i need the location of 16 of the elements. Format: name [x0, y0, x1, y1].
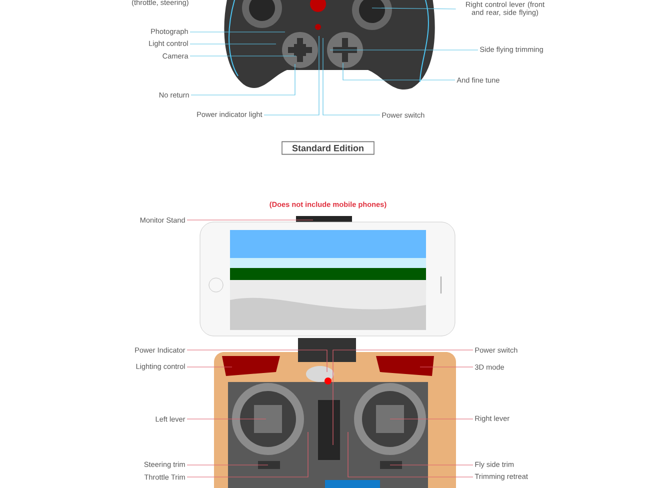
leader-line [186, 366, 232, 368]
leader-line [332, 350, 474, 446]
leader-line [186, 464, 268, 466]
leader-line [186, 350, 328, 372]
leader-line [186, 432, 308, 478]
leader-line [372, 8, 456, 10]
leader-line [348, 432, 474, 478]
leader-line [420, 366, 474, 368]
leader-line [390, 418, 474, 420]
leader-line [322, 38, 380, 116]
leader-line [390, 464, 474, 466]
edition-box: Standard Edition [282, 141, 374, 155]
leader-line [186, 418, 266, 420]
leader-line [342, 62, 456, 80]
leader-line [264, 36, 320, 116]
leader-line [190, 64, 296, 96]
